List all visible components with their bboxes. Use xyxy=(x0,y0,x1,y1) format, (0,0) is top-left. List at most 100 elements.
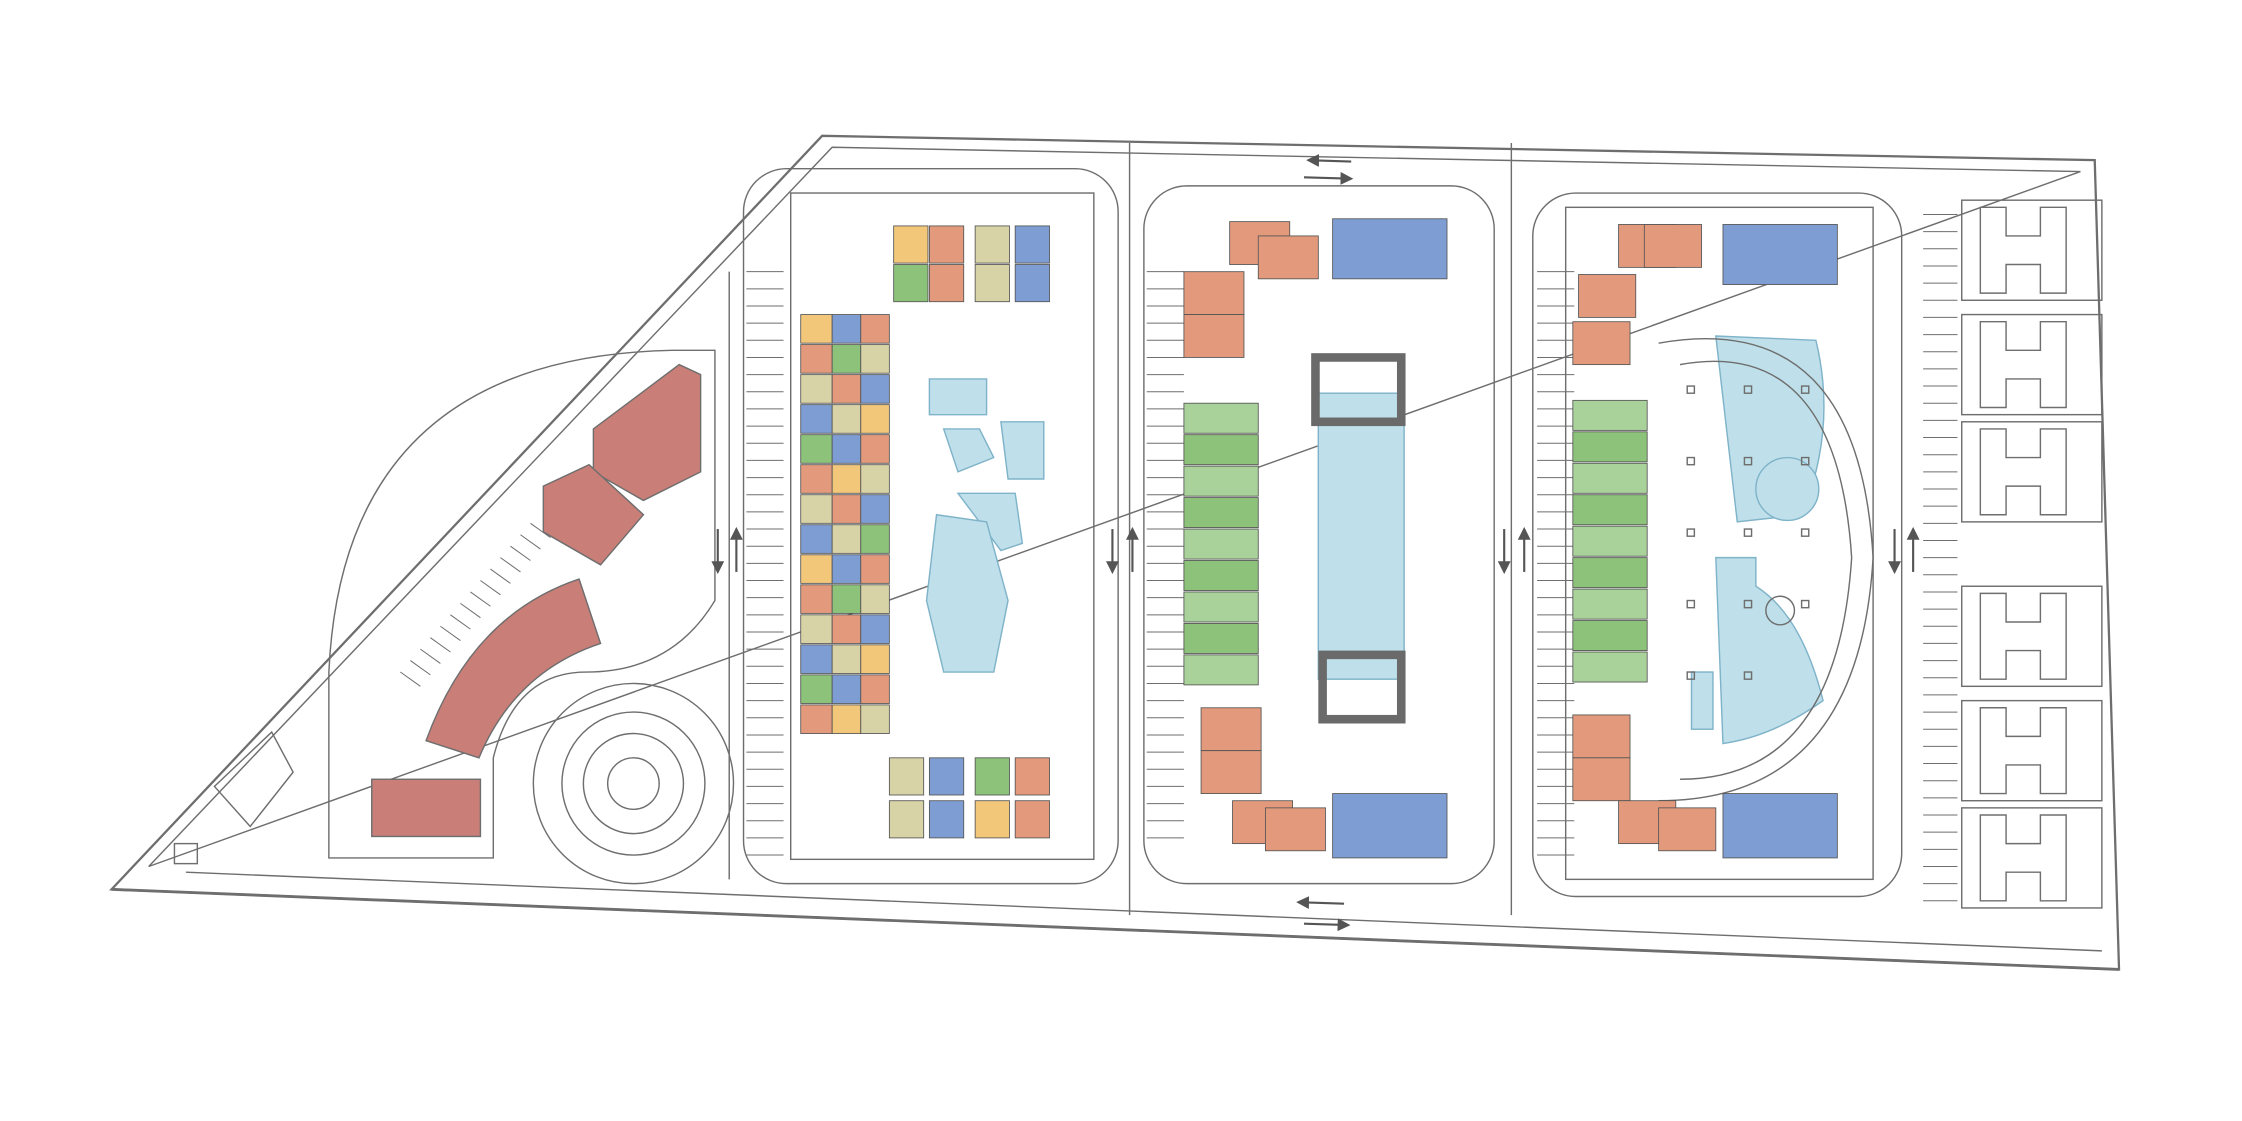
apartment-unit xyxy=(800,374,833,404)
apartment-unit xyxy=(860,614,890,644)
apartment-unit xyxy=(928,225,965,264)
planter xyxy=(1800,528,1810,537)
apartment-unit xyxy=(860,494,890,524)
kiosk xyxy=(213,730,294,828)
apartment-unit xyxy=(800,524,833,554)
apartment-unit xyxy=(974,757,1010,796)
apartment-unit xyxy=(1014,757,1050,796)
apartment-unit xyxy=(831,494,862,524)
apartment-unit xyxy=(1183,434,1259,466)
apartment-unit xyxy=(893,225,929,264)
apartment-unit xyxy=(1332,793,1448,859)
apartment-unit xyxy=(1643,224,1702,268)
roundabout xyxy=(582,732,685,835)
apartment-unit xyxy=(860,464,890,494)
parking-stall xyxy=(400,671,421,687)
apartment-unit xyxy=(1014,800,1050,839)
apartment-unit xyxy=(831,314,862,344)
apartment-unit xyxy=(1257,235,1319,280)
roundabout xyxy=(561,711,706,856)
apartment-unit xyxy=(893,264,929,303)
apartment-unit xyxy=(800,404,833,434)
apartment-unit xyxy=(1722,224,1838,285)
parking-stall xyxy=(480,580,501,596)
block-3-inner xyxy=(1564,206,1874,881)
planter xyxy=(1800,385,1810,394)
parking-stall xyxy=(450,614,471,630)
apartment-unit xyxy=(860,314,890,344)
parking-stall xyxy=(530,522,551,539)
apartment-unit xyxy=(860,374,890,404)
apartment-unit xyxy=(800,344,833,374)
townhouse xyxy=(1979,707,2067,795)
apartment-unit xyxy=(1264,807,1326,852)
parking-stall xyxy=(410,660,431,676)
planter xyxy=(1686,456,1696,466)
apartment-unit xyxy=(831,374,862,404)
parking-stall xyxy=(500,557,521,573)
apartment-unit xyxy=(1578,274,1637,318)
commercial-building xyxy=(592,363,702,502)
apartment-unit xyxy=(800,314,833,344)
apartment-unit xyxy=(831,524,862,554)
planter xyxy=(1686,385,1696,394)
apartment-unit xyxy=(1183,314,1245,358)
parking-stall xyxy=(420,648,441,664)
commercial-building xyxy=(542,463,645,566)
planter xyxy=(1743,456,1753,466)
pool-deck xyxy=(1311,353,1406,427)
apartment-unit xyxy=(1572,588,1648,620)
apartment-unit xyxy=(831,554,862,584)
townhouse xyxy=(1979,206,2067,294)
apartment-unit xyxy=(1572,557,1648,589)
parking-stall xyxy=(490,568,511,584)
block-1-courtyard xyxy=(789,192,1095,861)
apartment-unit xyxy=(860,584,890,614)
planter xyxy=(1800,599,1810,609)
commercial-building xyxy=(371,778,482,838)
apartment-unit xyxy=(1200,707,1262,752)
south-road-inner xyxy=(185,871,2102,952)
apartment-unit xyxy=(860,704,890,734)
planter xyxy=(1686,599,1696,609)
apartment-unit xyxy=(1183,560,1259,591)
apartment-unit xyxy=(1572,620,1648,652)
apartment-unit xyxy=(1183,465,1259,497)
pool xyxy=(1690,671,1714,730)
apartment-unit xyxy=(974,225,1010,264)
townhouse xyxy=(1979,814,2067,902)
apartment-unit xyxy=(860,344,890,374)
townhouse-plot xyxy=(1961,807,2103,909)
parking-stall xyxy=(430,637,451,653)
apartment-unit xyxy=(800,434,833,464)
apartment-unit xyxy=(860,554,890,584)
pool xyxy=(1000,421,1045,480)
apartment-unit xyxy=(1014,225,1050,264)
apartment-unit xyxy=(888,800,925,839)
block-1-outline xyxy=(742,168,1119,885)
south-road-edge xyxy=(111,887,2120,971)
apartment-unit xyxy=(800,644,833,674)
apartment-unit xyxy=(800,584,833,614)
apartment-unit xyxy=(831,344,862,374)
townhouse-plot xyxy=(1961,421,2103,523)
apartment-unit xyxy=(860,434,890,464)
apartment-unit xyxy=(1572,462,1648,494)
pool xyxy=(928,378,988,416)
apartment-unit xyxy=(1572,651,1648,683)
parking-stall xyxy=(460,602,481,619)
pool xyxy=(1755,456,1820,522)
apartment-unit xyxy=(831,584,862,614)
apartment-unit xyxy=(1572,757,1631,802)
traffic-arrow-icon xyxy=(1303,918,1351,932)
commercial-building xyxy=(425,578,602,759)
apartment-unit xyxy=(1572,714,1631,759)
apartment-unit xyxy=(1183,402,1259,434)
apartment-unit xyxy=(831,404,862,434)
parking-stall xyxy=(470,591,491,607)
pool xyxy=(1715,556,1824,745)
apartment-unit xyxy=(1332,218,1448,280)
apartment-unit xyxy=(800,704,833,734)
roundabout xyxy=(532,682,735,885)
